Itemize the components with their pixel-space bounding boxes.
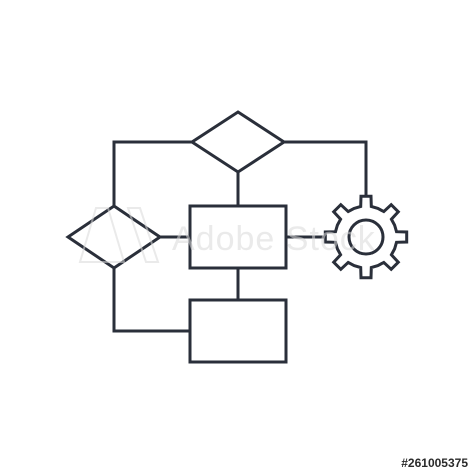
stock-id-label: #261005375 [401, 456, 468, 470]
decision-diamond-left [65, 204, 163, 270]
gear-icon [323, 194, 409, 280]
connector-left-diamond-to-box [112, 268, 190, 333]
process-box-middle [188, 204, 288, 270]
connector-top-right [284, 140, 368, 196]
gear-hole [347, 218, 385, 256]
adobe-logo-icon [78, 207, 160, 263]
decision-diamond-top [189, 110, 287, 174]
footer-bar: #261005375 [0, 452, 474, 474]
watermark-text: Adobe Stock [172, 220, 376, 258]
connector-top-left [112, 140, 192, 206]
watermark: Adobe Stock [78, 207, 376, 263]
process-box-bottom [188, 298, 288, 364]
gear-outline [323, 194, 409, 280]
